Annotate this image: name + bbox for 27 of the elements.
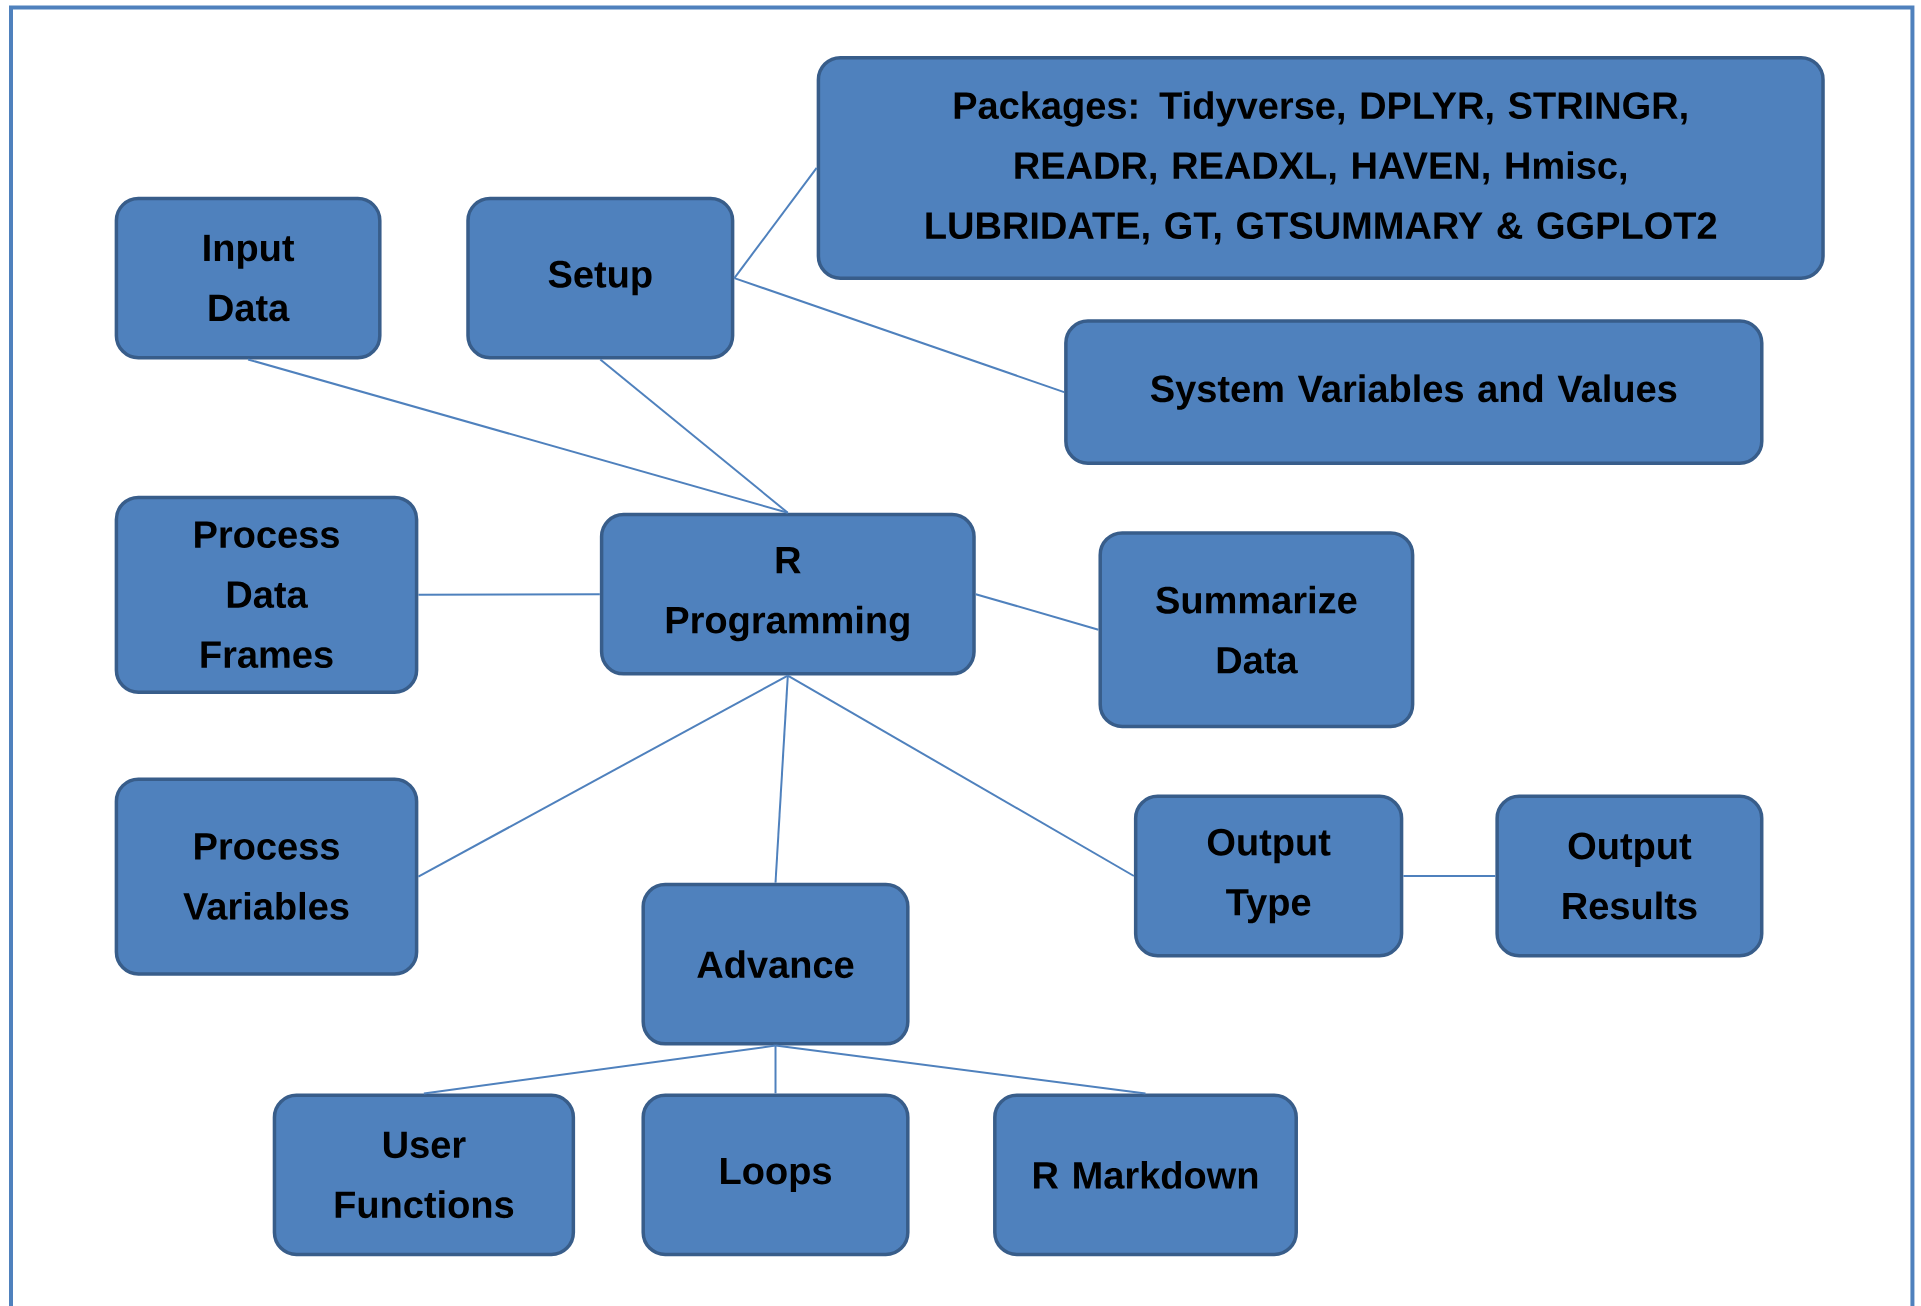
connector-line	[974, 593, 1100, 631]
connector-line	[774, 1044, 777, 1095]
connector-line	[417, 593, 601, 596]
connector-line	[786, 674, 1135, 877]
connector-line	[774, 1044, 1147, 1095]
connector-line	[417, 674, 789, 878]
rounded-box: Output Results	[1495, 794, 1764, 958]
rounded-box: Output Type	[1133, 794, 1404, 958]
rounded-box: Process Data Frames	[114, 495, 419, 694]
connector-line	[247, 358, 789, 514]
rounded-box: R Markdown	[993, 1093, 1298, 1257]
rounded-box: Advance	[641, 882, 910, 1046]
rounded-box: R Programming	[599, 512, 976, 676]
connector-line	[733, 166, 818, 280]
connector-line	[599, 358, 789, 514]
connector-line	[1402, 875, 1497, 877]
rounded-box: Loops	[641, 1093, 910, 1257]
connector-line	[422, 1044, 777, 1095]
rounded-box: Process Variables	[114, 777, 419, 976]
connector-line	[774, 674, 789, 884]
rounded-box: System Variables and Values	[1064, 319, 1764, 465]
rounded-box: User Functions	[272, 1093, 576, 1257]
rounded-box: Summarize Data	[1098, 531, 1415, 729]
rounded-box: Input Data	[114, 196, 382, 360]
rounded-box: Setup	[466, 196, 735, 360]
connector-line	[733, 277, 1066, 394]
rounded-box: Packages: Tidyverse, DPLYR, STRINGR, READR, READXL, HAVEN, Hmisc, LUBRIDATE, GT, GTSUMMARY & GGPLOT2	[816, 55, 1825, 280]
